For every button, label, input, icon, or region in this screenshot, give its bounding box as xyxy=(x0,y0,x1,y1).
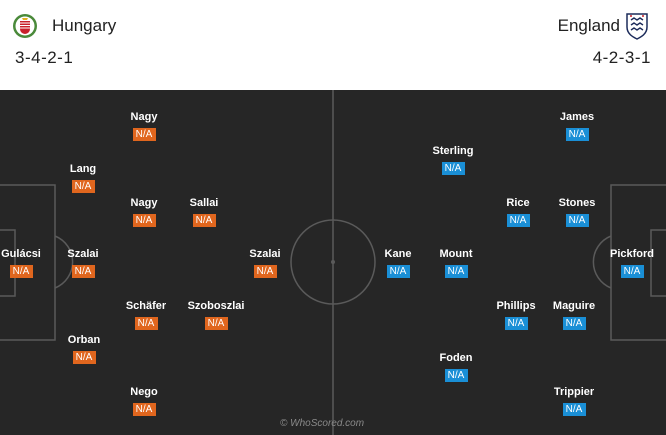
rating-badge: N/A xyxy=(132,214,156,227)
player-name: Gulácsi xyxy=(1,248,41,260)
player-trippier[interactable]: Trippier N/A xyxy=(529,386,619,417)
player-nagy-mid[interactable]: Nagy N/A xyxy=(99,197,189,228)
player-szoboszlai[interactable]: Szoboszlai N/A xyxy=(171,300,261,331)
player-name: Nagy xyxy=(130,111,158,123)
rating-badge: N/A xyxy=(565,214,589,227)
player-name: Stones xyxy=(558,197,596,209)
home-formation: 3-4-2-1 xyxy=(15,48,74,67)
player-name: Szalai xyxy=(249,248,281,260)
player-name: Sterling xyxy=(432,145,474,157)
player-maguire[interactable]: Maguire N/A xyxy=(529,300,619,331)
pitch: Gulácsi N/A Szalai N/A Lang N/A Orban N/… xyxy=(0,90,666,435)
player-nagy-top[interactable]: Nagy N/A xyxy=(99,111,189,142)
rating-badge: N/A xyxy=(71,265,95,278)
rating-badge: N/A xyxy=(506,214,530,227)
player-name: Nagy xyxy=(130,197,158,209)
rating-badge: N/A xyxy=(72,351,96,364)
rating-badge: N/A xyxy=(441,162,465,175)
pitch-markings xyxy=(0,90,666,435)
player-lang[interactable]: Lang N/A xyxy=(38,163,128,194)
player-gulacsi[interactable]: Gulácsi N/A xyxy=(0,248,66,279)
hungary-crest-icon xyxy=(12,11,38,46)
rating-badge: N/A xyxy=(620,265,644,278)
player-sallai[interactable]: Sallai N/A xyxy=(159,197,249,228)
player-name: Sallai xyxy=(189,197,219,209)
player-name: Phillips xyxy=(496,300,536,312)
rating-badge: N/A xyxy=(444,369,468,382)
player-name: Kane xyxy=(384,248,412,260)
rating-badge: N/A xyxy=(386,265,410,278)
player-james[interactable]: James N/A xyxy=(532,111,622,142)
rating-badge: N/A xyxy=(132,403,156,416)
player-name: Mount xyxy=(439,248,473,260)
player-name: Trippier xyxy=(553,386,595,398)
player-schafer[interactable]: Schäfer N/A xyxy=(101,300,191,331)
player-name: James xyxy=(559,111,595,123)
rating-badge: N/A xyxy=(565,128,589,141)
player-nego[interactable]: Nego N/A xyxy=(99,386,189,417)
match-header: Hungary 3-4-2-1 England 4-2-3-1 xyxy=(0,0,666,88)
player-name: Lang xyxy=(69,163,97,175)
rating-badge: N/A xyxy=(71,180,95,193)
rating-badge: N/A xyxy=(253,265,277,278)
player-name: Szoboszlai xyxy=(187,300,245,312)
rating-badge: N/A xyxy=(192,214,216,227)
rating-badge: N/A xyxy=(134,317,158,330)
away-formation: 4-2-3-1 xyxy=(592,48,651,67)
player-pickford[interactable]: Pickford N/A xyxy=(587,248,666,279)
player-sterling[interactable]: Sterling N/A xyxy=(408,145,498,176)
player-name: Foden xyxy=(439,352,473,364)
rating-badge: N/A xyxy=(444,265,468,278)
player-mount[interactable]: Mount N/A xyxy=(411,248,501,279)
england-crest-icon xyxy=(624,11,650,46)
player-name: Pickford xyxy=(609,248,654,260)
player-foden[interactable]: Foden N/A xyxy=(411,352,501,383)
away-team-name[interactable]: England xyxy=(557,16,620,35)
player-phillips[interactable]: Phillips N/A xyxy=(471,300,561,331)
player-stones[interactable]: Stones N/A xyxy=(532,197,622,228)
rating-badge: N/A xyxy=(132,128,156,141)
player-name: Rice xyxy=(506,197,530,209)
player-kane[interactable]: Kane N/A xyxy=(353,248,443,279)
player-orban[interactable]: Orban N/A xyxy=(39,334,129,365)
player-szalai-fwd[interactable]: Szalai N/A xyxy=(220,248,310,279)
player-rice[interactable]: Rice N/A xyxy=(473,197,563,228)
rating-badge: N/A xyxy=(204,317,228,330)
whoscored-watermark: © WhoScored.com xyxy=(280,418,365,429)
home-team-name[interactable]: Hungary xyxy=(52,16,117,35)
player-name: Nego xyxy=(130,386,158,398)
rating-badge: N/A xyxy=(562,317,586,330)
rating-badge: N/A xyxy=(504,317,528,330)
player-name: Szalai xyxy=(67,248,99,260)
player-szalai-def[interactable]: Szalai N/A xyxy=(38,248,128,279)
rating-badge: N/A xyxy=(562,403,586,416)
player-name: Orban xyxy=(67,334,101,346)
player-name: Maguire xyxy=(552,300,596,312)
player-name: Schäfer xyxy=(125,300,167,312)
rating-badge: N/A xyxy=(9,265,33,278)
